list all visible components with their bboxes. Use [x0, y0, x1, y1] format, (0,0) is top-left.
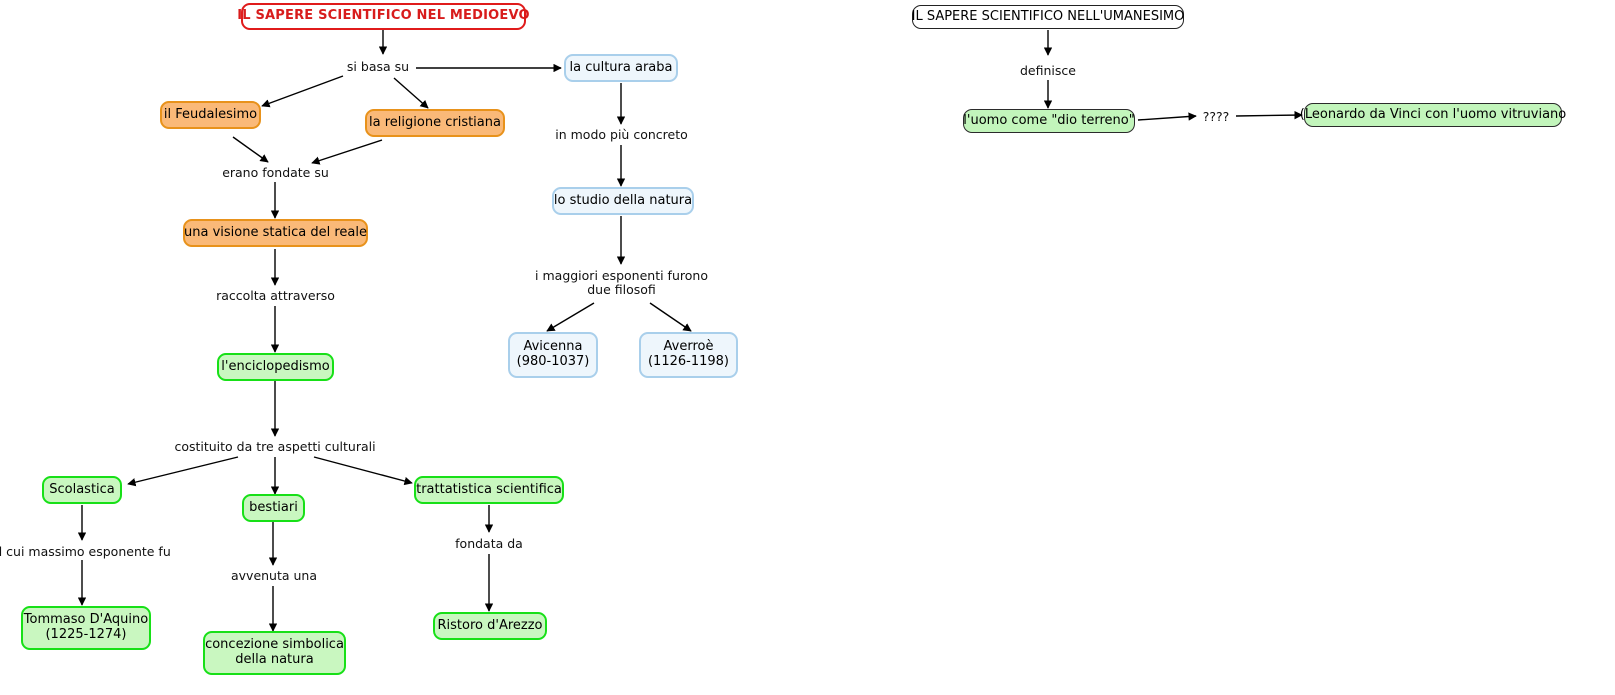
edge-imaggiori-to-avicenna: [546, 302, 595, 332]
node-right-map-title[interactable]: IL SAPERE SCIENTIFICO NELL'UMANESIMO: [912, 5, 1184, 29]
link-label-raccolta-attraverso: raccolta attraverso: [216, 288, 335, 303]
node-concezione-simbolica-della-natura[interactable]: concezione simbolica della natura: [203, 631, 346, 675]
link-label-unknown: ????: [1202, 109, 1230, 124]
node-averroe[interactable]: Averroè (1126-1198): [639, 332, 738, 378]
link-label-si-basa-su: si basa su: [346, 59, 410, 74]
edge-sibasasu-to-feudalesimo: [261, 75, 344, 108]
node-trattatistica-scientifica[interactable]: trattatistica scientifica: [414, 476, 564, 504]
node-tommaso-daquino[interactable]: Tommaso D'Aquino (1225-1274): [21, 606, 151, 650]
node-feudalesimo[interactable]: il Feudalesimo: [160, 101, 261, 129]
edge-religione-to-eranofondate: [311, 139, 383, 165]
node-studio-della-natura[interactable]: lo studio della natura: [552, 187, 694, 215]
node-scolastica[interactable]: Scolastica: [42, 476, 122, 504]
node-ristoro-darezzo[interactable]: Ristoro d'Arezzo: [433, 612, 547, 640]
edge-sibasasu-to-religione: [393, 77, 429, 109]
node-visione-statica-del-reale[interactable]: una visione statica del reale: [183, 219, 368, 247]
node-enciclopedismo[interactable]: l'enciclopedismo: [217, 353, 334, 381]
link-label-costituito-da-tre-aspetti: costituito da tre aspetti culturali: [174, 439, 376, 454]
edge-imaggiori-to-averroe: [649, 302, 692, 332]
link-label-erano-fondate-su: erano fondate su: [222, 165, 329, 180]
edge-costituito-to-trattatistica: [313, 456, 413, 486]
link-label-i-maggiori-esponenti: i maggiori esponenti furono due filosofi: [535, 268, 708, 297]
link-label-in-modo-piu-concreto: in modo più concreto: [555, 127, 688, 142]
link-label-avvenuta-una: avvenuta una: [230, 568, 318, 583]
edge-feudalesimo-to-eranofondate: [232, 136, 269, 163]
edge-uomo-to-unknown: [1137, 112, 1197, 121]
node-uomo-come-dio-terreno[interactable]: l'uomo come "dio terreno": [963, 109, 1135, 133]
link-label-fondata-da: fondata da: [455, 536, 523, 551]
node-avicenna[interactable]: Avicenna (980-1037): [508, 332, 598, 378]
link-label-il-cui-massimo-esponente-fu: il cui massimo esponente fu: [0, 544, 171, 559]
node-leonardo-da-vinci[interactable]: (Leonardo da Vinci con l'uomo vitruviano: [1300, 103, 1566, 127]
node-cultura-araba[interactable]: la cultura araba: [564, 54, 678, 82]
edge-costituito-to-scolastica: [127, 456, 239, 487]
node-left-map-title[interactable]: IL SAPERE SCIENTIFICO NEL MEDIOEVO: [237, 3, 530, 30]
edge-unknown-to-leonardo: [1235, 110, 1303, 120]
node-bestiari[interactable]: bestiari: [242, 494, 305, 522]
node-religione-cristiana[interactable]: la religione cristiana: [365, 109, 505, 137]
link-label-definisce: definisce: [1020, 63, 1076, 78]
